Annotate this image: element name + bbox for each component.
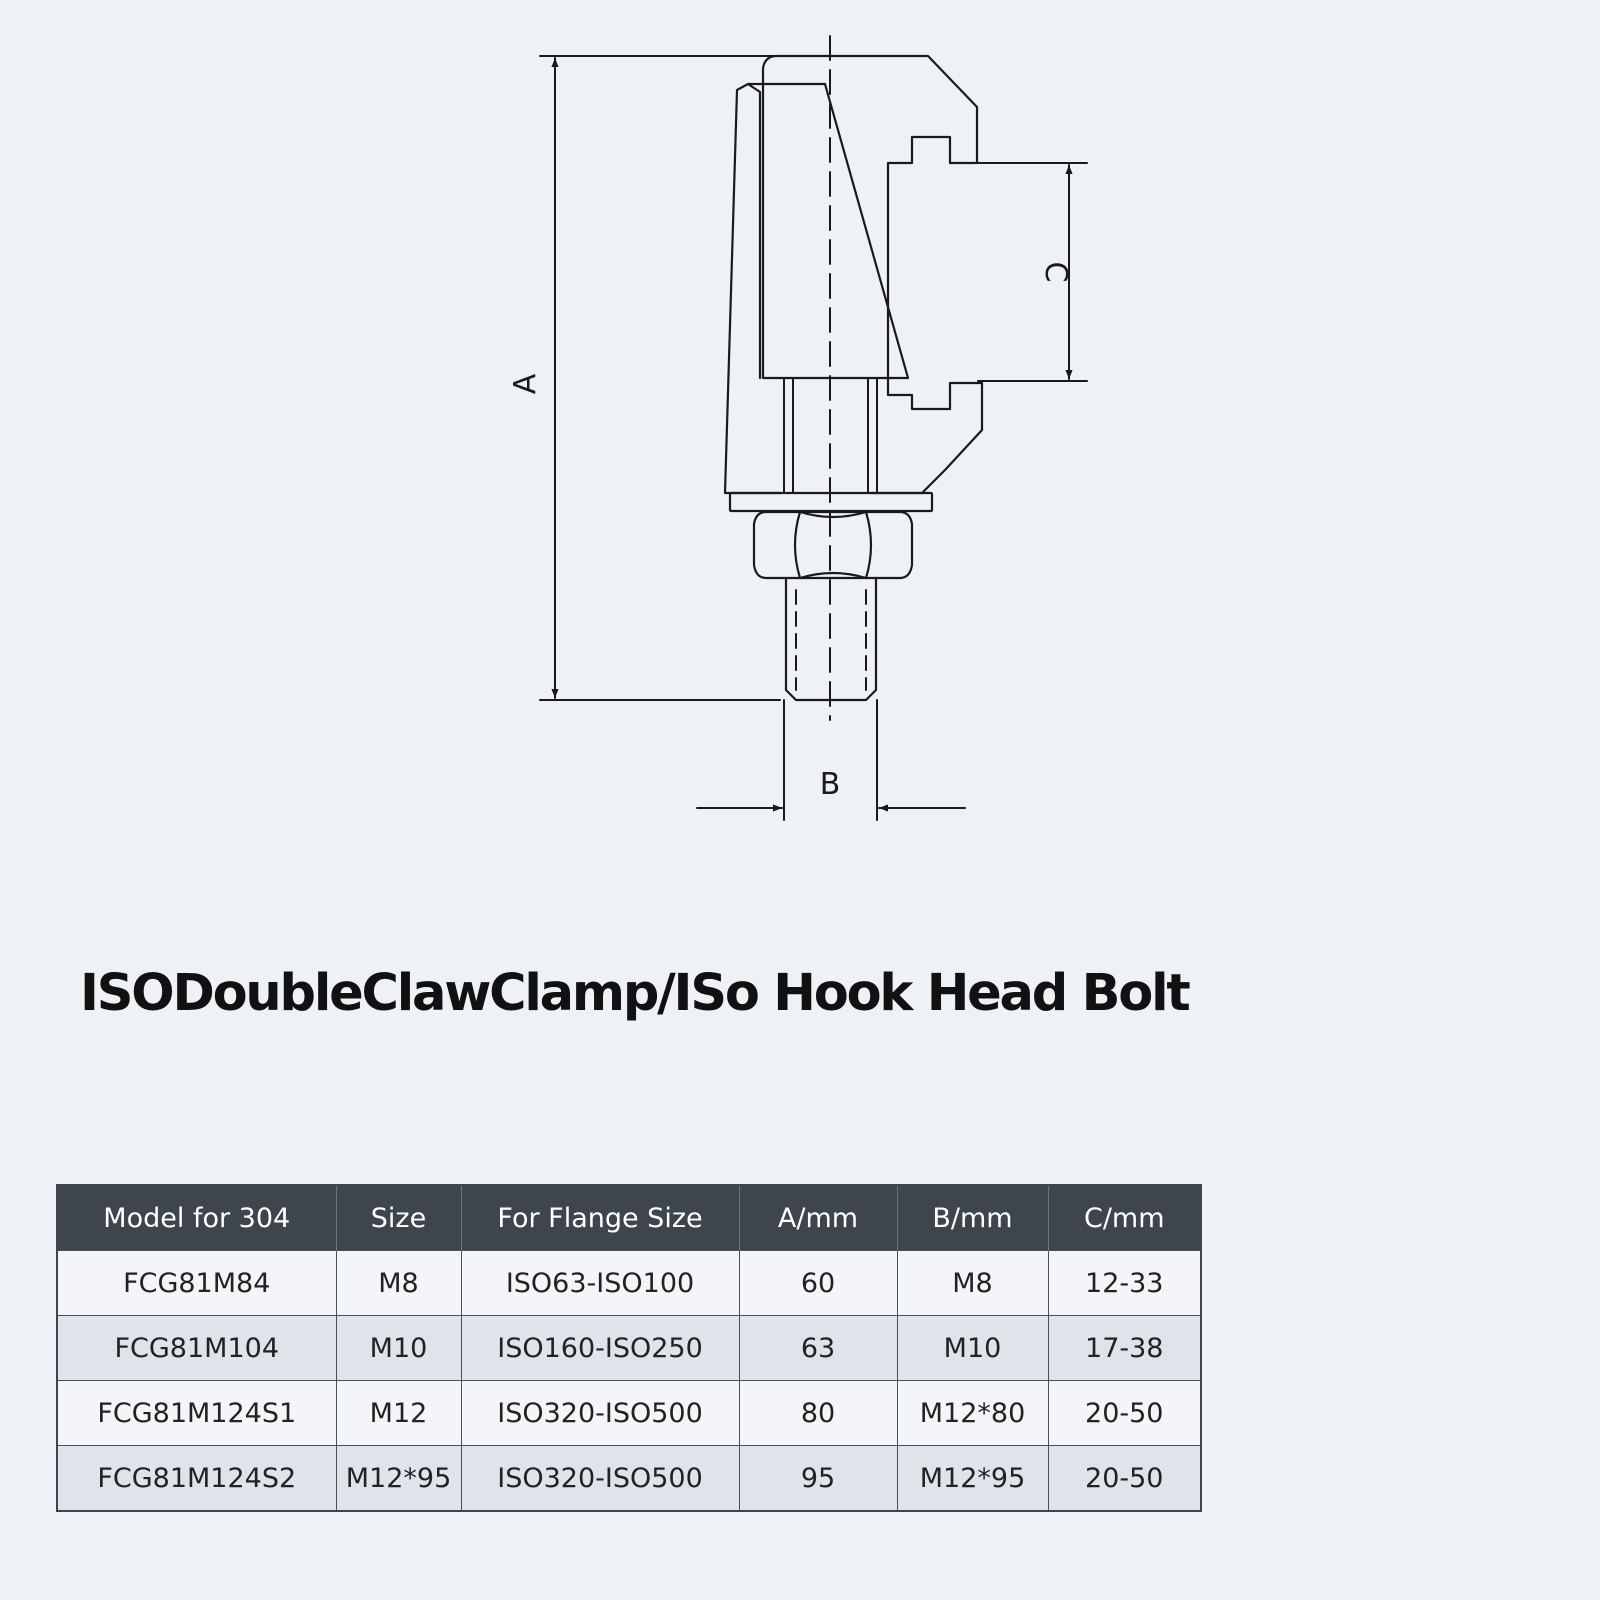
cell-a: 63 [738, 1315, 898, 1381]
cell-b: M12*95 [896, 1445, 1049, 1512]
cell-b: M10 [896, 1315, 1049, 1381]
cell-a: 60 [738, 1250, 898, 1316]
cell-c: 20-50 [1047, 1380, 1202, 1446]
cell-flange-size: ISO320-ISO500 [460, 1380, 740, 1446]
dimension-a: A [508, 55, 781, 701]
cell-flange-size: ISO320-ISO500 [460, 1445, 740, 1512]
header-b: B/mm [896, 1185, 1048, 1251]
dimension-b: B [696, 699, 966, 821]
cell-c: 20-50 [1047, 1445, 1202, 1512]
cell-b: M8 [896, 1250, 1049, 1316]
table-header-row: Model for 304 Size For Flange Size A/mm … [57, 1185, 1201, 1251]
table-row: FCG81M124S1 M12 ISO320-ISO500 80 M12*80 … [56, 1380, 1202, 1446]
dimension-b-label: B [820, 767, 841, 802]
header-size: Size [335, 1185, 461, 1251]
cell-size: M8 [335, 1250, 462, 1316]
dimension-a-label: A [508, 373, 543, 394]
dimension-c-label: C [1038, 262, 1073, 283]
table-row: FCG81M84 M8 ISO63-ISO100 60 M8 12-33 [56, 1250, 1202, 1316]
product-title: ISODoubleClawClamp/ISo Hook Head Bolt [80, 964, 1191, 1023]
cell-flange-size: ISO160-ISO250 [460, 1315, 740, 1381]
table-row: FCG81M124S2 M12*95 ISO320-ISO500 95 M12*… [56, 1445, 1202, 1512]
hook-back-plate [761, 54, 910, 380]
cell-b: M12*80 [896, 1380, 1049, 1446]
header-a: A/mm [738, 1185, 897, 1251]
cell-size: M10 [335, 1315, 462, 1381]
cell-a: 80 [738, 1380, 898, 1446]
cell-model: FCG81M104 [56, 1315, 337, 1381]
cell-flange-size: ISO63-ISO100 [460, 1250, 740, 1316]
header-c: C/mm [1047, 1185, 1201, 1251]
header-model: Model for 304 [57, 1185, 336, 1251]
cell-model: FCG81M124S2 [56, 1445, 337, 1512]
hex-nut [752, 510, 914, 580]
table-row: FCG81M104 M10 ISO160-ISO250 63 M10 17-38 [56, 1315, 1202, 1381]
header-flange-size: For Flange Size [460, 1185, 739, 1251]
cell-model: FCG81M124S1 [56, 1380, 337, 1446]
clamp-technical-drawing: A B C [508, 35, 1088, 821]
dimension-c: C [977, 162, 1088, 382]
cell-size: M12 [335, 1380, 462, 1446]
spec-table: Model for 304 Size For Flange Size A/mm … [56, 1184, 1202, 1512]
clamp-wedge [723, 82, 827, 495]
cell-model: FCG81M84 [56, 1250, 337, 1316]
cell-c: 12-33 [1047, 1250, 1202, 1316]
hook-body [774, 54, 984, 495]
cell-a: 95 [738, 1445, 898, 1512]
cell-c: 17-38 [1047, 1315, 1202, 1381]
cell-size: M12*95 [335, 1445, 462, 1512]
